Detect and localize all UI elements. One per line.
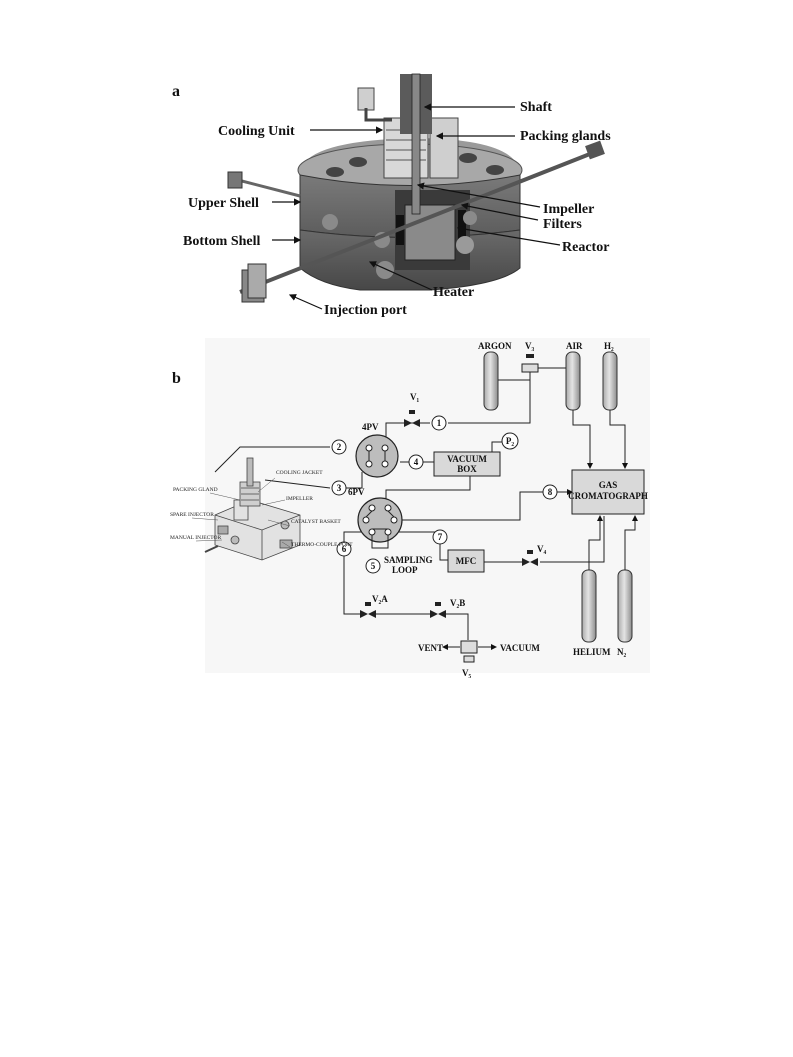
panel-b-label: b — [172, 370, 181, 387]
label-shaft: Shaft — [520, 100, 552, 115]
sketch-label-manual-injector: MANUAL INJECTOR — [170, 535, 222, 541]
label-cooling-unit: Cooling Unit — [218, 124, 295, 139]
reactor-illustration — [227, 73, 605, 303]
label-upper-shell: Upper Shell — [188, 196, 259, 211]
valve-v3-icon — [521, 363, 539, 373]
valve-label-v5: V₅ — [462, 668, 471, 678]
valve-v2a-icon — [360, 610, 376, 618]
gc-label-line1: GAS — [599, 480, 618, 490]
sampling-loop-label-line2: LOOP — [392, 565, 418, 575]
gas-chromatograph — [571, 469, 645, 515]
gas-label-air: AIR — [566, 341, 583, 351]
mass-flow-controller — [447, 549, 485, 573]
port-number-6: 6 — [342, 544, 347, 554]
label-vent: VENT — [418, 643, 443, 653]
gas-cylinders — [483, 351, 633, 643]
valve-v2b-handle — [435, 602, 441, 606]
six-port-valve — [357, 497, 403, 549]
gas-label-helium: HELIUM — [573, 647, 611, 657]
valve-label-v3: V₃ — [525, 341, 534, 351]
valve-label-v2b: V₂B — [450, 598, 465, 608]
valve-v2b-icon — [430, 610, 446, 618]
n2-cylinder — [617, 569, 633, 643]
mfc-label: MFC — [456, 556, 477, 566]
valve-v4-icon — [522, 558, 538, 566]
valve-label-v2a: V₂A — [372, 594, 388, 604]
valves — [360, 354, 539, 663]
label-packing-glands: Packing glands — [520, 129, 611, 144]
port-number-2: 2 — [337, 442, 342, 452]
label-injection-port: Injection port — [324, 303, 407, 318]
label-vacuum: VACUUM — [500, 643, 540, 653]
sketch-label-cooling-jacket: COOLING JACKET — [276, 470, 323, 476]
helium-cylinder — [581, 569, 597, 643]
port-number-4: 4 — [414, 457, 419, 467]
valve-v5-icon — [460, 640, 478, 654]
valve-v5-handle — [463, 655, 475, 663]
sketch-label-thermocouple-port: THERMO-COUPLE PORT — [291, 542, 353, 548]
valve-v2a-handle — [365, 602, 371, 606]
argon-cylinder — [483, 351, 499, 411]
sampling-loop-label-line1: SAMPLING — [384, 555, 433, 565]
port-number-5: 5 — [371, 561, 376, 571]
gas-label-n2: N₂ — [617, 647, 626, 657]
gas-label-h2: H₂ — [604, 341, 614, 351]
label-6pv: 6PV — [348, 487, 365, 497]
reactor-sketch-leaders — [191, 477, 291, 548]
label-bottom-shell: Bottom Shell — [183, 234, 261, 249]
gas-label-argon: ARGON — [478, 341, 512, 351]
port-numbers: 1 2 3 4 5 6 7 8 — [331, 415, 558, 574]
gc-label-line2: CROMATOGRAPH — [568, 491, 648, 501]
sketch-label-catalyst-basket: CATALYST BASKET — [291, 519, 341, 525]
air-cylinder — [565, 351, 581, 411]
valve-v1-handle — [409, 410, 415, 414]
port-number-7: 7 — [438, 532, 443, 542]
label-impeller: Impeller — [543, 202, 594, 217]
valve-label-v4: V₄ — [537, 544, 546, 554]
valve-v3-handle — [526, 354, 534, 358]
pressure-gauge-p2 — [501, 432, 519, 450]
panel-a-leader-lines — [272, 103, 561, 310]
four-port-valve — [355, 434, 399, 478]
panel-b: b ARGON AIR H₂ HELIUM N₂ — [170, 338, 650, 678]
h2-cylinder — [602, 351, 618, 411]
sketch-label-packing-gland: PACKING GLAND — [173, 487, 218, 493]
valve-label-v1: V₁ — [410, 392, 419, 402]
label-4pv: 4PV — [362, 422, 379, 432]
panel-a-label: a — [172, 83, 180, 100]
sketch-label-impeller: IMPELLER — [286, 496, 313, 502]
valve-v1-icon — [404, 419, 420, 427]
panel-a: a — [172, 73, 611, 318]
port-number-8: 8 — [548, 487, 553, 497]
label-p2: P₂ — [506, 436, 514, 446]
port-number-3: 3 — [337, 483, 342, 493]
label-reactor: Reactor — [562, 240, 609, 255]
label-heater: Heater — [433, 285, 474, 300]
label-filters: Filters — [543, 217, 582, 232]
sketch-label-spare-injector: SPARE INJECTOR — [170, 512, 214, 518]
vacuum-box — [433, 451, 501, 477]
valve-v4-handle — [527, 550, 533, 554]
vacuum-box-label-line2: BOX — [457, 464, 477, 474]
reactor-sketch — [204, 457, 301, 561]
port-number-1: 1 — [437, 418, 442, 428]
vacuum-box-label-line1: VACUUM — [447, 454, 487, 464]
